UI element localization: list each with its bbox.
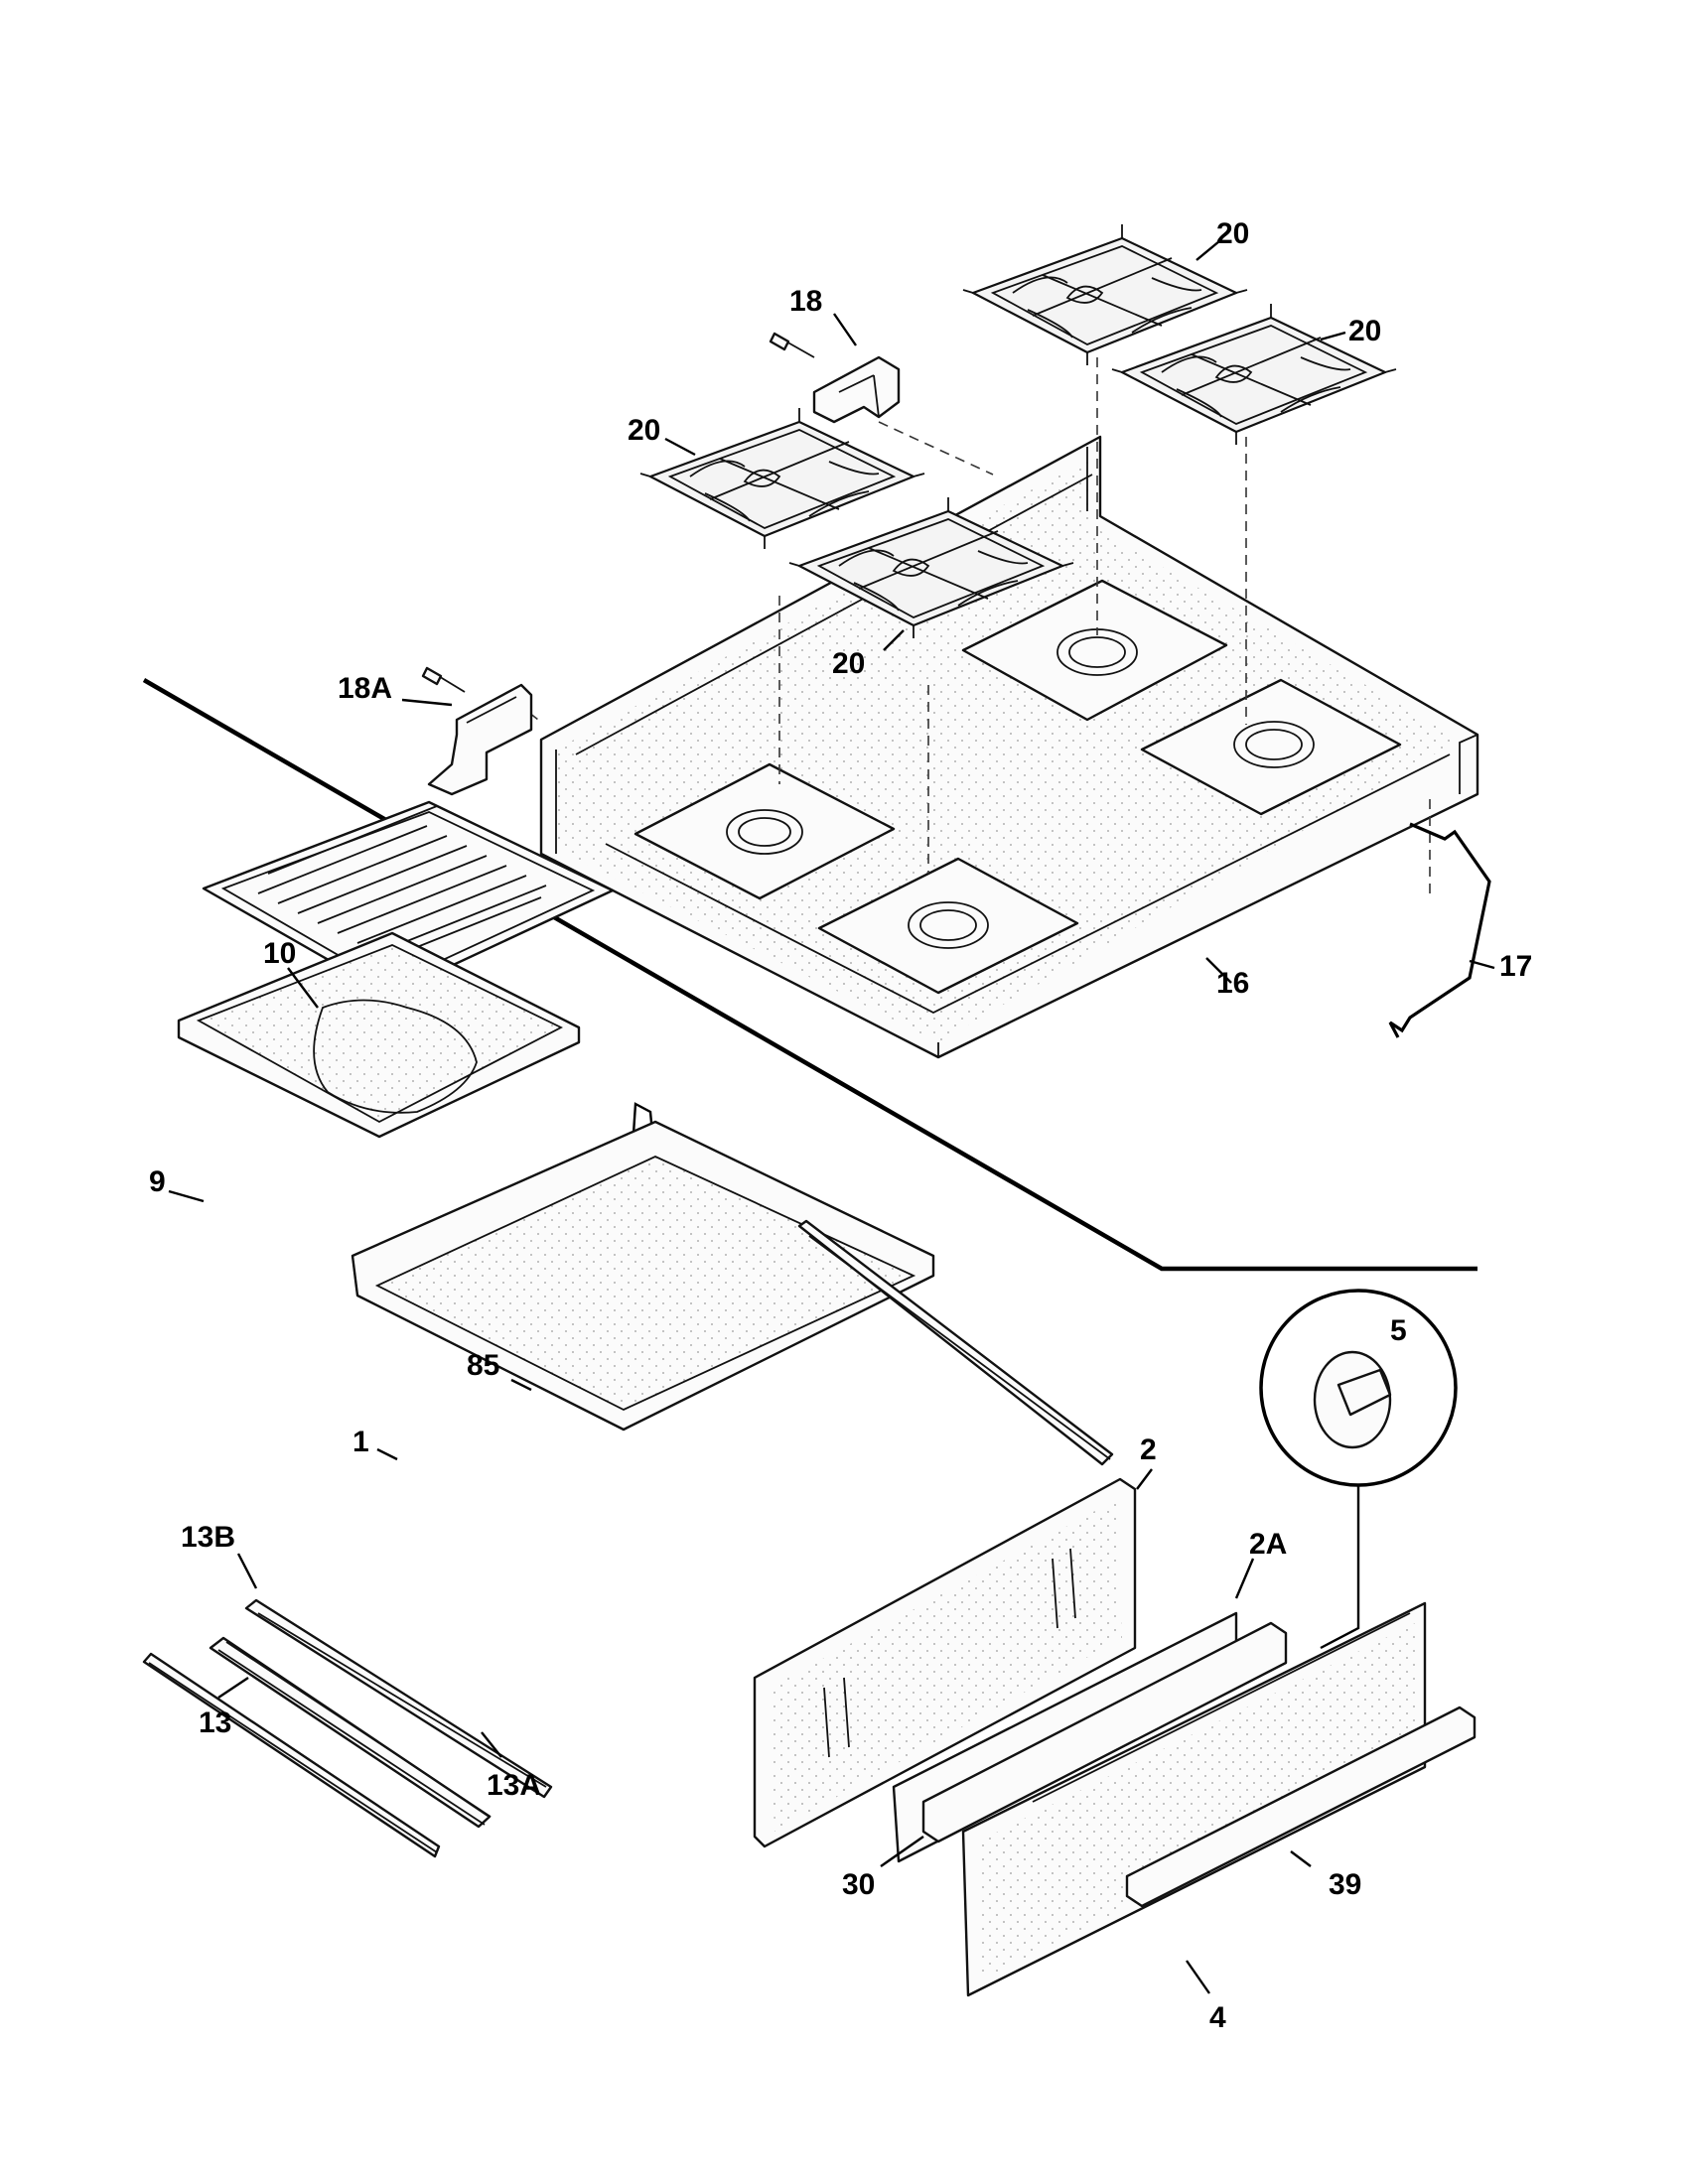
hinge-bracket-right — [769, 332, 901, 424]
callout-5: 5 — [1390, 1314, 1407, 1347]
callout-13b: 13B — [181, 1521, 235, 1554]
callout-labels: 20 20 18 20 20 18A 16 17 10 9 85 1 2 13B… — [149, 217, 1532, 2034]
callout-20-right-front: 20 — [1348, 315, 1381, 347]
callout-20-left-rear: 20 — [628, 414, 660, 447]
burner-right-front — [1140, 678, 1402, 816]
cooktop-main-top — [539, 435, 1479, 1059]
burner-right-rear — [961, 579, 1228, 722]
rear-support-bar — [797, 1219, 1114, 1466]
grate-left-rear — [638, 406, 926, 551]
detail-inset-5 — [1259, 1289, 1458, 1650]
callout-9: 9 — [149, 1165, 166, 1198]
broiler-pan — [177, 931, 581, 1139]
drawer-slide-13a — [209, 1636, 492, 1829]
callout-18: 18 — [789, 285, 822, 318]
side-panel-2 — [753, 1477, 1137, 1848]
handle-39 — [1125, 1706, 1477, 1908]
burner-left-front — [817, 857, 1079, 995]
callout-1: 1 — [352, 1426, 369, 1458]
callout-10: 10 — [263, 937, 296, 970]
panel-2a — [892, 1611, 1288, 1863]
burner-left-rear — [633, 762, 896, 900]
drawer-slide-13 — [142, 1652, 441, 1858]
callout-85: 85 — [467, 1349, 499, 1382]
callout-13a: 13A — [487, 1769, 541, 1802]
hinge-bracket-left — [421, 666, 533, 796]
callout-17: 17 — [1499, 950, 1532, 983]
callout-2: 2 — [1140, 1433, 1157, 1466]
callout-20-left-front: 20 — [832, 647, 865, 680]
callout-30: 30 — [842, 1868, 875, 1901]
drawer-slide-13b — [244, 1598, 553, 1799]
callout-4: 4 — [1209, 2001, 1226, 2034]
wire-rod-17 — [1388, 822, 1491, 1038]
callout-16: 16 — [1216, 967, 1249, 1000]
callout-18a: 18A — [338, 672, 392, 705]
front-panel-4 — [961, 1601, 1427, 1997]
leader-lines — [168, 240, 1495, 1994]
callout-13: 13 — [199, 1706, 231, 1739]
broiler-pan-insert — [202, 800, 615, 997]
callout-2a: 2A — [1249, 1528, 1287, 1561]
drawer-body-1 — [351, 1120, 935, 1432]
callout-39: 39 — [1329, 1868, 1361, 1901]
alignment-lines — [515, 357, 1431, 893]
callout-20-right-rear: 20 — [1216, 217, 1249, 250]
